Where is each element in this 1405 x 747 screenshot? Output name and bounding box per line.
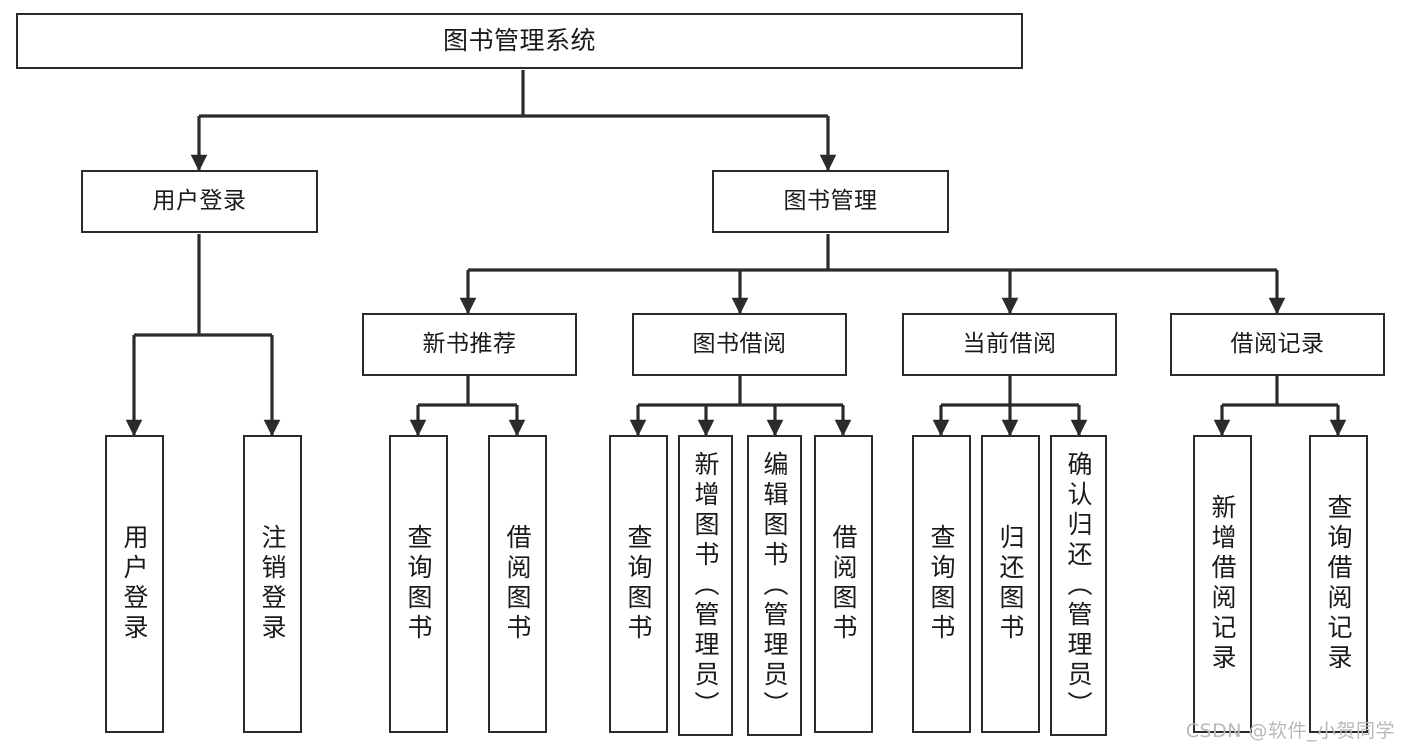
leaf-confirm-return-admin[interactable]: 确认归还（管理员） [1050, 435, 1107, 736]
leaf-borrow-book[interactable]: 借阅图书 [814, 435, 873, 733]
node-book-borrow[interactable]: 图书借阅 [632, 313, 847, 376]
node-label: 查询图书 [404, 524, 433, 644]
node-root-system[interactable]: 图书管理系统 [16, 13, 1023, 69]
node-borrow-record[interactable]: 借阅记录 [1170, 313, 1385, 376]
leaf-query-borrow-record[interactable]: 查询借阅记录 [1309, 435, 1368, 733]
node-label: 确认归还（管理员） [1064, 450, 1093, 721]
node-label: 用户登录 [120, 524, 149, 644]
node-label: 图书管理 [783, 187, 878, 214]
node-new-book-recommend[interactable]: 新书推荐 [362, 313, 577, 376]
node-label: 借阅记录 [1230, 330, 1325, 357]
node-label: 查询图书 [927, 524, 956, 644]
csdn-watermark: CSDN @软件_小贺同学 [1185, 720, 1395, 742]
node-label: 借阅图书 [503, 524, 532, 644]
node-label: 当前借阅 [962, 330, 1057, 357]
node-label: 图书借阅 [692, 330, 787, 357]
node-label: 注销登录 [258, 524, 287, 644]
node-label: 新书推荐 [422, 330, 517, 357]
node-label: 用户登录 [152, 187, 247, 214]
node-label: 查询借阅记录 [1324, 494, 1353, 674]
node-current-borrow[interactable]: 当前借阅 [902, 313, 1117, 376]
leaf-edit-book-admin[interactable]: 编辑图书（管理员） [747, 435, 802, 736]
node-user-login[interactable]: 用户登录 [81, 170, 318, 233]
leaf-logout[interactable]: 注销登录 [243, 435, 302, 733]
node-label: 归还图书 [996, 524, 1025, 644]
leaf-return-book[interactable]: 归还图书 [981, 435, 1040, 733]
leaf-new-book-borrow[interactable]: 借阅图书 [488, 435, 547, 733]
leaf-current-query-book[interactable]: 查询图书 [912, 435, 971, 733]
leaf-add-book-admin[interactable]: 新增图书（管理员） [678, 435, 733, 736]
leaf-new-book-query[interactable]: 查询图书 [389, 435, 448, 733]
node-label: 新增图书（管理员） [691, 450, 720, 721]
leaf-borrow-query-book[interactable]: 查询图书 [609, 435, 668, 733]
node-label: 编辑图书（管理员） [760, 450, 789, 721]
node-label: 图书管理系统 [442, 26, 596, 55]
node-label: 新增借阅记录 [1208, 494, 1237, 674]
node-label: 查询图书 [624, 524, 653, 644]
node-book-management[interactable]: 图书管理 [712, 170, 949, 233]
leaf-add-borrow-record[interactable]: 新增借阅记录 [1193, 435, 1252, 733]
node-label: 借阅图书 [829, 524, 858, 644]
leaf-user-login[interactable]: 用户登录 [105, 435, 164, 733]
